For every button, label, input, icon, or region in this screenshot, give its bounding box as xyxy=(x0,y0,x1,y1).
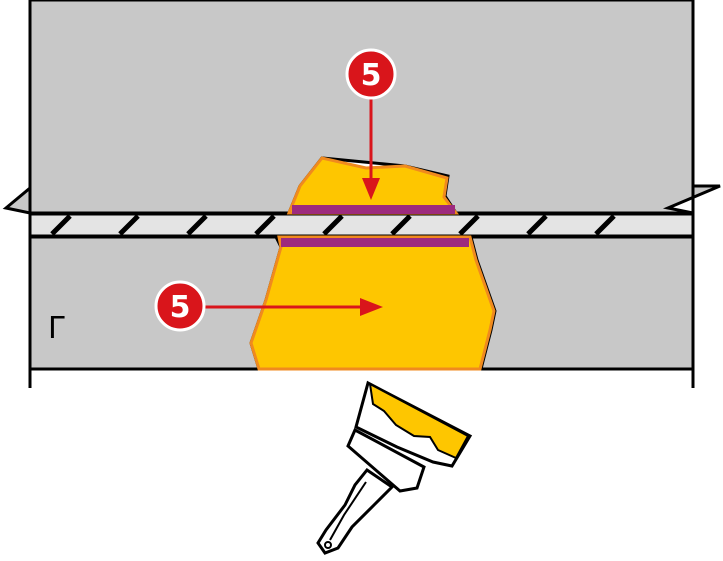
upper-primer-layer xyxy=(292,205,455,214)
brush-paint xyxy=(368,382,470,460)
callout-top: 5 xyxy=(345,48,397,200)
brush-handle-groove xyxy=(329,481,367,541)
callout-left-number: 5 xyxy=(170,290,191,325)
callout-top-arrowhead xyxy=(362,178,380,200)
brush-ferrule xyxy=(346,427,426,493)
joint-hatch-mark xyxy=(254,214,276,236)
callout-top-number: 5 xyxy=(361,58,382,93)
joint-hatch-mark xyxy=(458,214,480,236)
callout-left: 5 xyxy=(154,280,383,332)
paint-brush-icon xyxy=(316,380,473,555)
callout-left-arrowhead xyxy=(360,298,383,316)
lower-primer-layer xyxy=(281,238,469,247)
upper-concrete-slab xyxy=(2,0,721,215)
joint-strip xyxy=(28,212,695,238)
corner-mark: Г xyxy=(48,311,66,346)
joint-hatch-mark xyxy=(526,214,548,236)
joint-hatch-mark xyxy=(594,214,616,236)
joint-hatch-mark xyxy=(118,214,140,236)
joint-hatch-mark xyxy=(50,214,72,236)
callout-top-badge xyxy=(345,48,397,100)
brush-handle-hole xyxy=(324,541,332,549)
brush-handle xyxy=(316,467,395,555)
callout-left-badge xyxy=(154,280,206,332)
joint-hatch-mark xyxy=(186,214,208,236)
joint-hatch-mark xyxy=(322,214,344,236)
joint-hatch-mark xyxy=(390,214,412,236)
